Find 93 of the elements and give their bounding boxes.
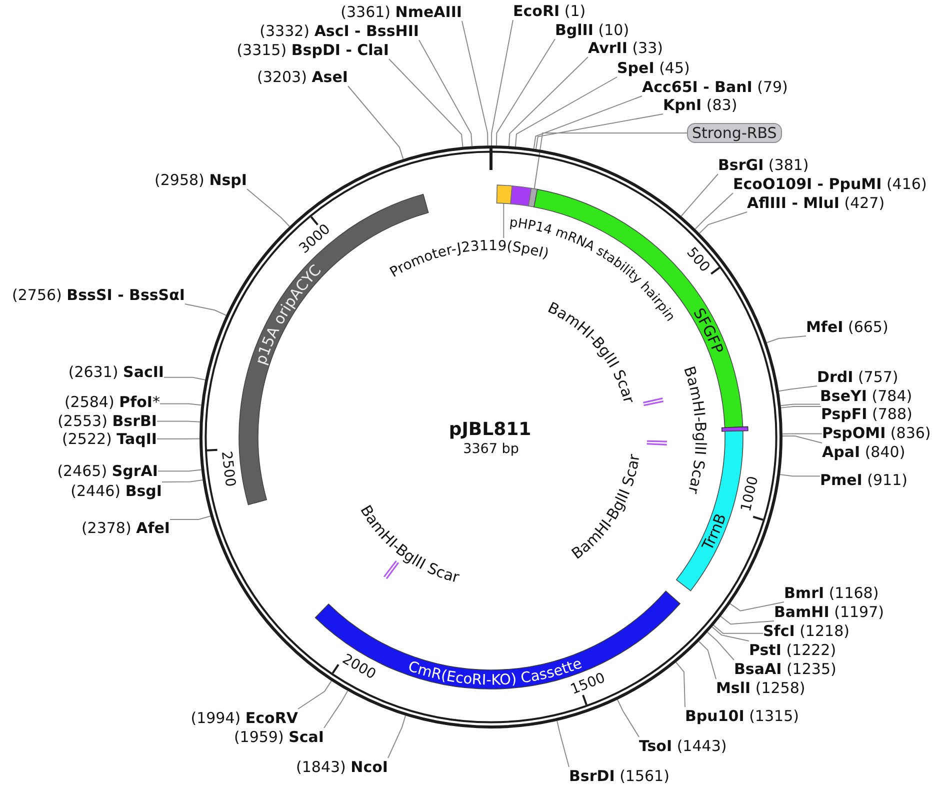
restriction-site-label: SfcI (1218) (763, 622, 850, 640)
leader-line (164, 376, 206, 380)
leader-line (680, 174, 718, 217)
restriction-site-label: Acc65I - BanI (79) (642, 78, 788, 96)
restriction-site-label: ApaI (840) (822, 443, 906, 461)
leader-line (184, 304, 227, 316)
plasmid-size-label: 3367 bp (463, 441, 519, 457)
restriction-site-label: PspFI (788) (821, 405, 912, 423)
leader-line (298, 680, 332, 710)
leader-line (730, 602, 784, 612)
leader-line (782, 433, 822, 434)
leader-line (698, 212, 748, 234)
leader-line (462, 20, 488, 146)
leader-line (534, 132, 688, 190)
leader-line (156, 438, 200, 440)
restriction-site-label: BseYI (784) (820, 387, 912, 405)
leader-line (514, 76, 618, 148)
leader-line (496, 38, 556, 146)
restriction-site-label: BsrGI (381) (718, 156, 809, 174)
restriction-site-label: (2465) SgrAI (57, 462, 158, 480)
restriction-site-label: Bpu10I (1315) (685, 707, 799, 725)
tick-label: 2500 (218, 450, 238, 488)
restriction-site-label: EcoRI (1) (513, 2, 586, 20)
restriction-site-label: TsoI (1443) (639, 737, 727, 755)
restriction-site-label: (2553) BsrBI (58, 412, 157, 430)
tick-label: 1000 (738, 475, 762, 514)
restriction-site-label: PstI (1222) (749, 641, 836, 659)
restriction-site-label: (2446) BsgI (70, 482, 162, 500)
restriction-site-label: (1959) ScaI (234, 728, 324, 746)
leader-line (616, 699, 640, 738)
restriction-site-label: (2756) BssSI - BssSαI (12, 286, 185, 304)
leader-line (720, 616, 774, 625)
leader-line (170, 516, 211, 520)
restriction-site-label: BglII (10) (555, 21, 630, 39)
restriction-site-label: (2378) AfeI (81, 519, 170, 537)
leader-line (388, 58, 464, 148)
restriction-site-label: BmrI (1168) (784, 584, 879, 602)
leader-line (712, 626, 750, 642)
restriction-site-label: (2958) NspI (154, 171, 247, 189)
leader-line (780, 404, 820, 406)
leader-line (766, 336, 806, 344)
leader-line (162, 479, 204, 482)
feature-tag: Strong-RBS (687, 123, 782, 143)
leader-line (160, 403, 202, 406)
scar-mark (646, 440, 667, 446)
leader-line (246, 188, 290, 227)
plasmid-name: pJBL811 (448, 420, 532, 440)
leader-line (348, 86, 404, 160)
restriction-site-label: DrdI (757) (817, 368, 898, 386)
restriction-site-label: MfeI (665) (806, 318, 888, 336)
restriction-site-label: PspOMI (836) (822, 424, 931, 442)
restriction-site-label: AvrII (33) (588, 39, 663, 57)
leader-line (713, 624, 764, 634)
leader-line (698, 640, 716, 680)
leader-line (778, 386, 818, 392)
leader-line (535, 114, 664, 150)
restriction-site-label: EcoO109I - PpuMI (416) (733, 175, 927, 193)
restriction-site-label: KpnI (83) (663, 96, 738, 114)
restriction-site-label: MslI (1258) (716, 679, 806, 697)
leader-line (676, 662, 686, 708)
restriction-site-label: (2631) SacII (68, 363, 164, 381)
feature-arc (496, 184, 512, 204)
leader-line (780, 474, 820, 477)
leader-line (694, 192, 734, 230)
leader-line (782, 436, 822, 444)
leader-line (158, 469, 202, 472)
leader-line (503, 202, 504, 239)
leader-line (418, 40, 472, 147)
leader-line (388, 715, 406, 758)
restriction-site-label: BamHI (1197) (774, 603, 884, 621)
leader-line (780, 406, 822, 408)
restriction-site-label: BsaAI (1235) (734, 660, 836, 678)
leader-line (556, 720, 570, 768)
restriction-site-label: (2584) PfoI* (64, 393, 160, 411)
restriction-site-label: (3361) NmeAIII (340, 3, 462, 21)
restriction-site-label: (1843) NcoI (296, 758, 388, 776)
leader-line (706, 632, 734, 660)
leader-line (491, 20, 514, 146)
restriction-site-label: (3332) AscI - BssHII (260, 22, 419, 40)
leader-line (533, 96, 642, 150)
feature-arc (510, 185, 532, 206)
restriction-site-label: (3315) BspDI - ClaI (236, 41, 389, 59)
leader-line (508, 56, 588, 147)
scar-mark (643, 398, 664, 406)
leader-line (156, 420, 200, 422)
restriction-site-label: PmeI (911) (820, 471, 908, 489)
restriction-site-label: BsrDI (1561) (569, 767, 670, 785)
restriction-site-label: (1994) EcoRV (190, 709, 298, 727)
leader-line (324, 690, 348, 728)
restriction-site-label: SpeI (45) (617, 59, 690, 77)
restriction-site-label: AflIII - MluI (427) (747, 194, 885, 212)
restriction-site-label: (2522) TaqII (62, 430, 157, 448)
restriction-site-label: (3203) AseI (257, 68, 348, 86)
